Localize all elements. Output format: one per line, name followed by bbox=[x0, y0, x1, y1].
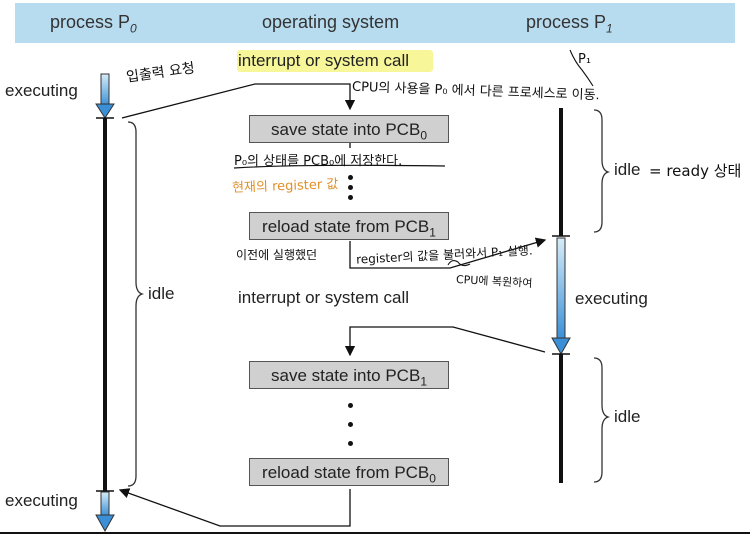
header-process-p0: process P0 bbox=[50, 12, 137, 36]
annotation-previously-running: 이전에 실행했던 bbox=[236, 248, 318, 262]
p0-idle-label: idle bbox=[148, 284, 175, 303]
p1-idle-top-brace bbox=[593, 109, 611, 233]
annotation-save-p0: P₀의 상태를 PCB₀에 저장한다. bbox=[234, 154, 403, 169]
ellipsis-dot bbox=[348, 175, 353, 180]
interrupt-label-1: interrupt or system call bbox=[238, 51, 409, 70]
interrupt-label-2: interrupt or system call bbox=[238, 288, 409, 307]
box-reload-state-pcb0: reload state from PCB0 bbox=[249, 458, 449, 486]
p0-executing-bottom-label: executing bbox=[5, 491, 78, 510]
header-process-p1: process P1 bbox=[526, 12, 613, 36]
ellipsis-dot bbox=[348, 403, 353, 408]
annotation-current-register: 현재의 register 값 bbox=[231, 177, 339, 196]
ellipsis-dot bbox=[348, 185, 353, 190]
arrow-os-to-p0 bbox=[118, 488, 351, 527]
p1-executing-arrow bbox=[551, 237, 571, 356]
annotation-p1-mark: P₁ bbox=[578, 52, 592, 67]
p1-idle-bottom-label: idle bbox=[614, 407, 641, 426]
p1-executing-label: executing bbox=[575, 289, 648, 308]
annotation-ready-state: = ready 상태 bbox=[649, 162, 742, 180]
header-operating-system: operating system bbox=[262, 12, 400, 32]
p0-idle-brace bbox=[127, 121, 145, 487]
box-save-state-pcb0: save state into PCB0 bbox=[249, 115, 449, 143]
ellipsis-dot bbox=[348, 441, 353, 446]
interrupt-highlight bbox=[237, 50, 433, 72]
box-save-state-pcb1: save state into PCB1 bbox=[249, 361, 449, 389]
box-reload-state-pcb1: reload state from PCB1 bbox=[249, 212, 449, 240]
p0-executing-top-label: executing bbox=[5, 81, 78, 100]
p0-executing-bottom-arrow bbox=[95, 491, 115, 533]
p1-idle-bottom-brace bbox=[593, 357, 611, 483]
handwritten-underline bbox=[233, 164, 446, 169]
p0-executing-top-arrow bbox=[95, 73, 115, 119]
p1-idle-top-label: idle bbox=[614, 160, 641, 179]
header-band bbox=[15, 3, 735, 43]
arrow-p1-to-os bbox=[344, 326, 546, 357]
arrow-p0-to-os bbox=[121, 83, 356, 119]
ellipsis-dot bbox=[348, 422, 353, 427]
ellipsis-dot bbox=[348, 195, 353, 200]
arrow-os-to-p1 bbox=[349, 237, 547, 269]
